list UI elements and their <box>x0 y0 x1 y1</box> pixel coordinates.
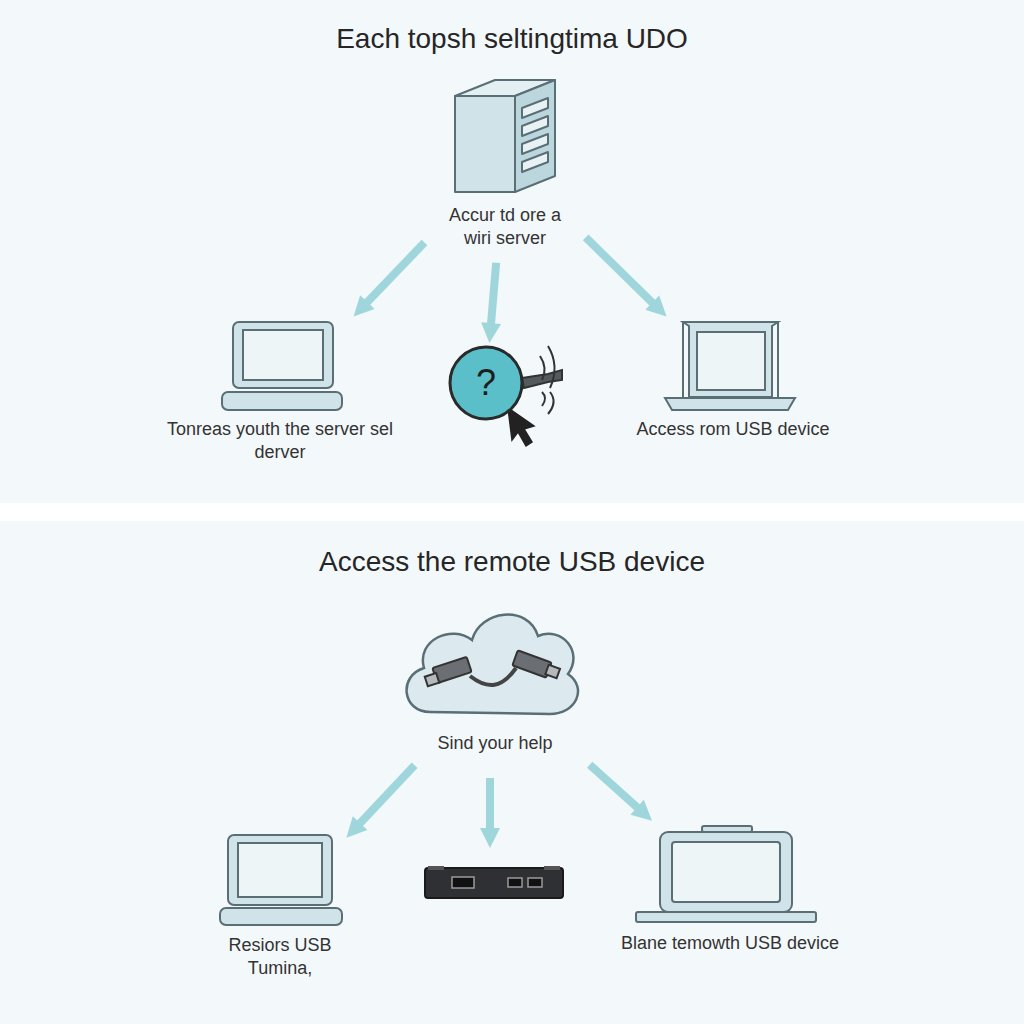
panel-band: Each topsh seltingtima UDO Accur td ore a… <box>0 0 1024 503</box>
panel-band: Access the remote USB deviceSind your he… <box>0 521 1024 1024</box>
icon-space <box>430 62 580 200</box>
server-icon <box>455 80 555 192</box>
node-caption: Accur td ore a wiri server <box>430 200 580 255</box>
node-caption: Tonreas youth the server sel derver <box>150 414 410 469</box>
desktop-computer-icon <box>220 835 342 925</box>
arrow-connector <box>586 237 660 309</box>
question-mark: ? <box>476 365 496 401</box>
icon-space <box>605 822 855 928</box>
arrow-connector <box>353 765 414 830</box>
magnifier-circle: ? <box>448 345 524 421</box>
laptop-icon <box>636 826 816 922</box>
panel-heading: Access the remote USB device <box>0 521 1024 579</box>
computer-node: Resiors USB Tumina, <box>215 832 345 985</box>
desktop-computer-icon <box>222 322 342 410</box>
cloud-icon <box>407 615 578 714</box>
icon-space <box>395 600 595 728</box>
node-caption: Access rom USB device <box>620 414 846 445</box>
arrow-connector <box>360 243 424 310</box>
node-caption: Sind your help <box>395 728 595 759</box>
arrow <box>486 778 494 838</box>
usb-cable <box>425 650 560 686</box>
node-caption: Blane temowth USB device <box>605 928 855 959</box>
computer-node: Tonreas youth the server sel derver <box>150 318 410 469</box>
icon-space <box>215 832 345 930</box>
icon-space <box>150 318 410 414</box>
laptop-node: Blane temowth USB device <box>605 822 855 959</box>
arrow-connector <box>590 765 645 814</box>
laptop-node: Access rom USB device <box>620 318 846 445</box>
icon-space <box>620 318 846 414</box>
usb-hub-icon <box>425 866 563 898</box>
panel-heading: Each topsh seltingtima UDO <box>0 0 1024 56</box>
cloud-node: Sind your help <box>395 600 595 759</box>
node-caption: Resiors USB Tumina, <box>215 930 345 985</box>
laptop-icon <box>665 322 795 410</box>
server-node: Accur td ore a wiri server <box>430 62 580 255</box>
arrow-connector <box>490 263 496 333</box>
